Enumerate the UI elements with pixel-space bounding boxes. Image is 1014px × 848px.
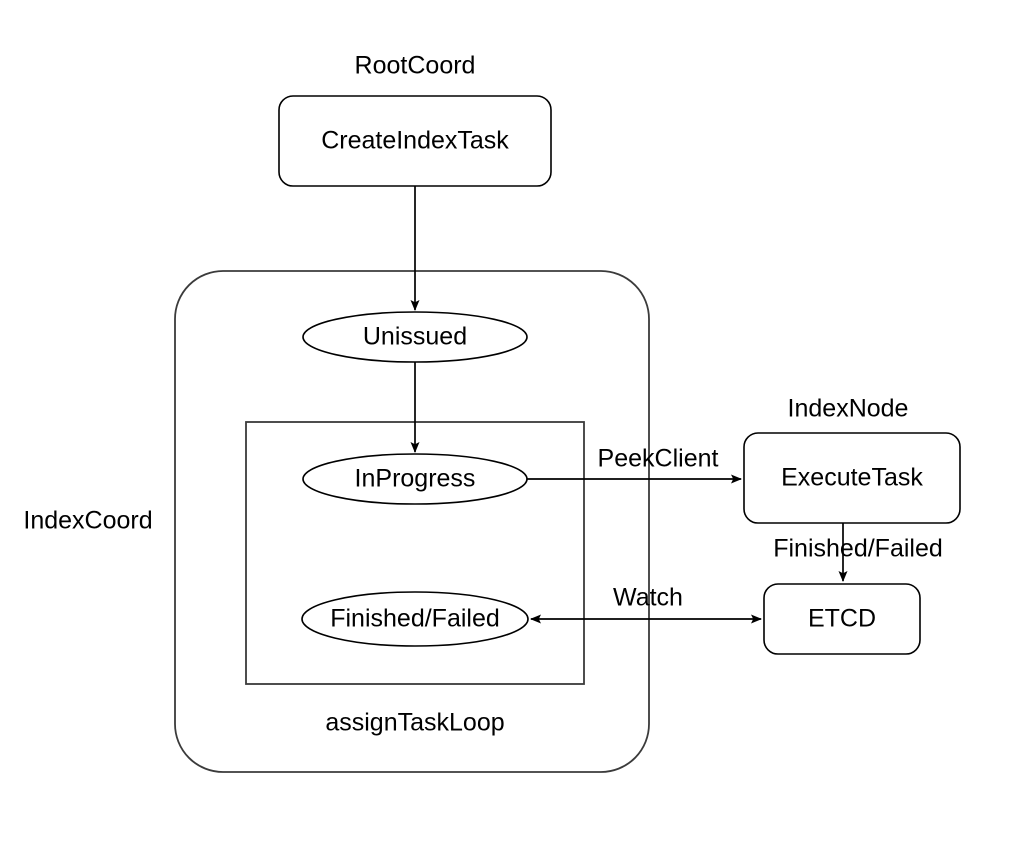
node-execute-task[interactable]: [743, 432, 961, 524]
node-label-unissued: Unissued: [363, 323, 467, 351]
group-label-indexnode: IndexNode: [788, 395, 909, 423]
edge-label-watch: Watch: [613, 584, 683, 612]
group-label-rootcoord: RootCoord: [355, 52, 476, 80]
node-label-execute-task: ExecuteTask: [781, 464, 923, 492]
group-label-indexcoord: IndexCoord: [23, 507, 152, 535]
node-label-finished-failed: Finished/Failed: [330, 605, 500, 633]
node-label-create-index-task: CreateIndexTask: [321, 127, 509, 155]
container-index-coord[interactable]: [174, 270, 650, 773]
group-label-assign-task-loop: assignTaskLoop: [325, 709, 504, 737]
edge-label-finished-failed: Finished/Failed: [773, 535, 943, 563]
node-etcd[interactable]: [763, 583, 921, 655]
node-label-in-progress: InProgress: [355, 465, 476, 493]
node-finished-failed[interactable]: [301, 591, 529, 647]
node-label-etcd: ETCD: [808, 605, 876, 633]
edge-label-peek-client: PeekClient: [598, 445, 719, 473]
